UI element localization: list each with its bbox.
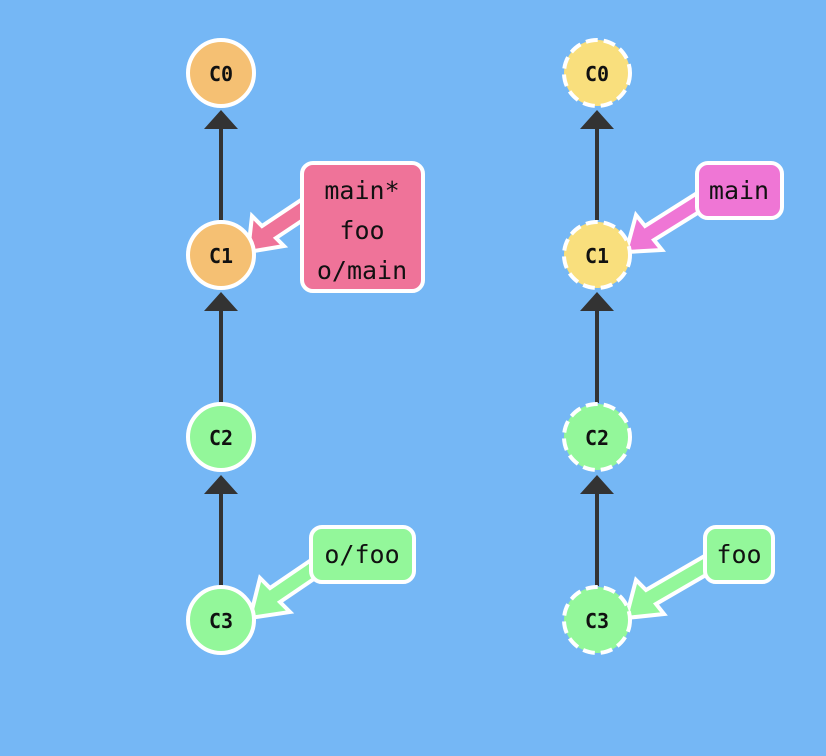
commit-id: C3 — [209, 609, 233, 633]
local-tree: C0 C1 C2 C3 main* foo o/main o/foo — [186, 38, 425, 655]
remote-tree: C0 C1 C2 C3 main foo — [562, 38, 784, 655]
commit-id: C1 — [585, 244, 609, 268]
local-edge-c1-c0 — [204, 110, 238, 220]
remote-commit-c3[interactable]: C3 — [562, 585, 632, 655]
remote-commit-c2[interactable]: C2 — [562, 402, 632, 472]
local-commit-c3[interactable]: C3 — [186, 585, 256, 655]
remote-commit-c1[interactable]: C1 — [562, 220, 632, 290]
remote-branch-label-foo[interactable]: foo — [703, 525, 775, 584]
local-branch-label-main[interactable]: main* foo o/main — [300, 161, 425, 293]
branch-name: o/foo — [324, 540, 399, 569]
local-edge-c2-c1 — [204, 292, 238, 403]
commit-id: C2 — [209, 426, 233, 450]
remote-edge-c1-c0 — [580, 110, 614, 220]
remote-commit-c0[interactable]: C0 — [562, 38, 632, 108]
commit-id: C0 — [585, 62, 609, 86]
remote-branch-label-main[interactable]: main — [695, 161, 784, 220]
local-commit-c1[interactable]: C1 — [186, 220, 256, 290]
commit-id: C3 — [585, 609, 609, 633]
commit-id: C2 — [585, 426, 609, 450]
local-branch-label-ofoo[interactable]: o/foo — [309, 525, 416, 584]
branch-name: foo — [339, 216, 384, 245]
remote-edge-c2-c1 — [580, 292, 614, 403]
local-commit-c2[interactable]: C2 — [186, 402, 256, 472]
remote-edge-c3-c2 — [580, 475, 614, 586]
local-edge-c3-c2 — [204, 475, 238, 586]
branch-name: o/main — [317, 256, 407, 285]
branch-name: foo — [716, 540, 761, 569]
branch-name: main — [709, 176, 769, 205]
commit-id: C0 — [209, 62, 233, 86]
branch-name: main* — [324, 176, 399, 205]
local-commit-c0[interactable]: C0 — [186, 38, 256, 108]
commit-id: C1 — [209, 244, 233, 268]
